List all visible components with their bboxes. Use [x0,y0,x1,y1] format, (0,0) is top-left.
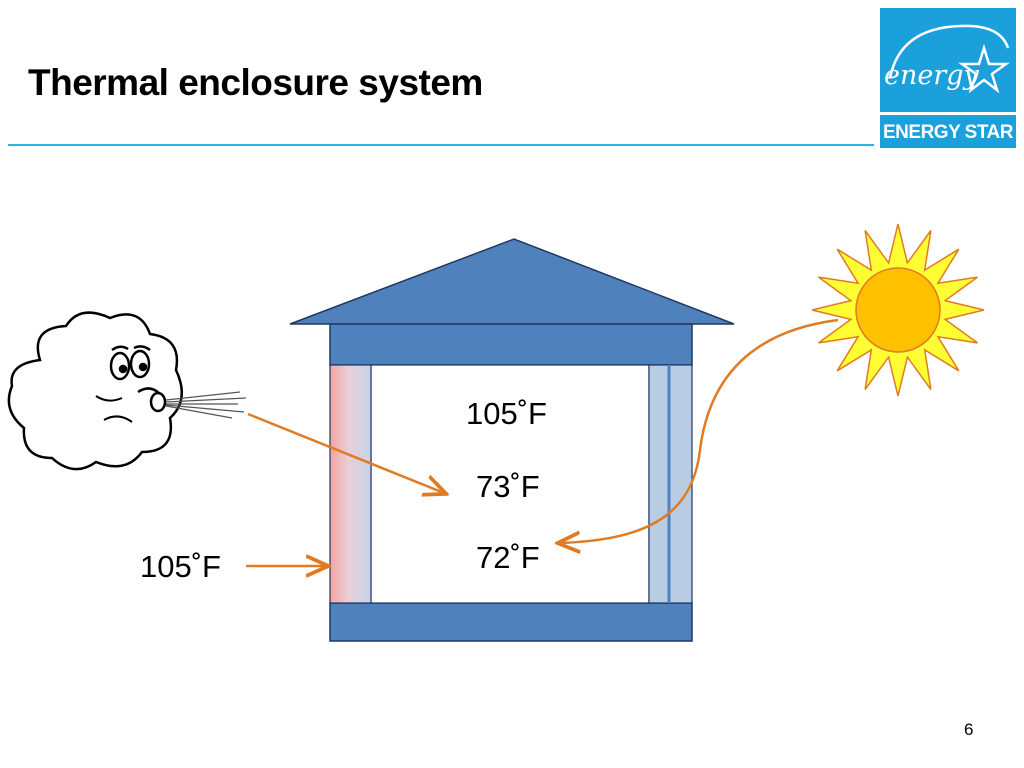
title-divider [8,144,874,146]
house-roof [289,238,735,325]
slide-title: Thermal enclosure system [28,62,483,103]
logo-text: ENERGY STAR [883,122,1014,143]
indoor-temperature-top: 105˚F [466,396,547,431]
wind-cloud-icon [7,311,183,471]
house-floor [329,602,693,642]
house-ceiling [329,323,693,366]
sun-icon [811,223,985,397]
page-number: 6 [964,720,974,739]
sun-core [855,267,941,353]
left-wall-insulation [329,364,372,604]
star-icon [888,24,1010,94]
logo-script-text: energy [884,60,979,91]
indoor-temperature-middle: 73˚F [476,469,540,504]
outdoor-temperature: 105˚F [140,549,221,584]
sun-arrow [560,318,839,543]
house [289,238,735,642]
logo-band [880,112,1016,115]
house-interior [370,364,650,604]
indoor-temperature-bottom: 72˚F [476,540,540,575]
energy-star-logo: energy ENERGY STAR [880,8,1016,148]
wind-arrow [247,412,444,493]
wind-gust-lines [165,391,247,419]
